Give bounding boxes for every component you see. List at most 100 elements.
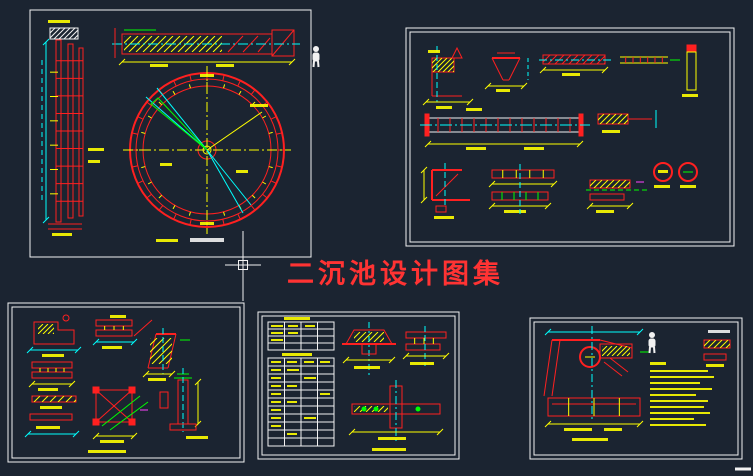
- cad-tb: [304, 377, 316, 379]
- cad-dim: [348, 428, 444, 436]
- cad-dim: [539, 66, 609, 74]
- cad-dim: [402, 352, 450, 360]
- cad-r: [128, 386, 136, 394]
- cad-r: [31, 361, 73, 369]
- cad-p: [451, 46, 463, 59]
- cad-c: [62, 314, 70, 322]
- cad-tb: [706, 364, 724, 367]
- cad-tb: [236, 170, 248, 173]
- cad-dim: [118, 58, 296, 66]
- cad-hx: [50, 28, 78, 39]
- cad-tb: [271, 417, 281, 419]
- cad-r: [435, 205, 447, 213]
- cad-l: [242, 35, 259, 53]
- crosshair-cursor: [225, 231, 261, 301]
- cad-dim: [342, 356, 396, 364]
- cad-tb: [271, 339, 283, 341]
- cad-dim: [544, 420, 644, 428]
- cad-r: [169, 423, 197, 431]
- cad-tb: [88, 148, 104, 151]
- cad-r: [95, 389, 133, 423]
- cad-tb: [288, 325, 298, 327]
- cad-tb: [271, 385, 281, 387]
- cad-tb: [48, 20, 70, 23]
- panel-inner-border: [261, 315, 456, 456]
- cad-l: [156, 87, 208, 151]
- cad-dim: [422, 98, 474, 106]
- cad-dim: [92, 432, 138, 440]
- cad-l: [551, 339, 561, 397]
- cad-dim: [142, 370, 176, 378]
- cad-dim: [26, 346, 82, 354]
- cad-r: [703, 353, 727, 361]
- cad-c: [579, 346, 601, 368]
- cad-p: [33, 321, 75, 345]
- 6: [50, 71, 58, 195]
- cad-r: [271, 29, 295, 57]
- cad-r: [92, 418, 100, 426]
- cad-r: [78, 47, 84, 217]
- cad-tb: [650, 382, 700, 384]
- cad-tb: [282, 353, 312, 356]
- cad-tb: [271, 332, 283, 334]
- cad-dim: [28, 380, 76, 388]
- cad-r: [92, 386, 100, 394]
- title-text[interactable]: 二沉池设计图集: [287, 259, 504, 290]
- cad-tb: [287, 369, 299, 371]
- cad-dim: [24, 430, 80, 438]
- cad-r: [491, 169, 555, 179]
- cad-tb: [524, 147, 544, 150]
- cad-tb: [38, 388, 58, 391]
- cad-dim: [194, 378, 202, 428]
- cad-r: [128, 418, 136, 426]
- cad-tb: [110, 315, 126, 318]
- cad-tb: [650, 400, 708, 402]
- cad-tb: [88, 160, 100, 163]
- panel-inner-border: [409, 31, 731, 243]
- cad-hx: [432, 58, 454, 72]
- cad-tb: [216, 64, 234, 67]
- cad-dim: [586, 202, 634, 210]
- cad-tb: [36, 426, 60, 429]
- cad-tb: [287, 361, 297, 363]
- drawing-panel-details-top-right[interactable]: [405, 27, 735, 247]
- cad-tb: [271, 401, 281, 403]
- cad-tb: [271, 425, 281, 427]
- cad-tb: [42, 354, 64, 357]
- cad-tb: [320, 393, 330, 395]
- cad-tb: [650, 418, 694, 420]
- cad-r: [686, 51, 697, 91]
- cad-l: [206, 149, 252, 206]
- cad-tb: [650, 412, 710, 414]
- cad-tb: [271, 369, 281, 371]
- drawing-panel-plan-and-sections[interactable]: [29, 9, 312, 258]
- cad-r: [589, 179, 631, 189]
- cad-tb: [436, 106, 452, 109]
- cad-tb: [284, 317, 310, 320]
- drawing-panel-table-and-details[interactable]: [257, 311, 460, 460]
- panel-border: [257, 311, 460, 460]
- cad-grid: [267, 357, 335, 447]
- cad-tb: [287, 401, 297, 403]
- cad-tb: [156, 239, 178, 242]
- cad-tb: [52, 233, 72, 236]
- cad-tb: [102, 346, 122, 349]
- cad-hx: [32, 396, 76, 402]
- cad-tb: [434, 216, 454, 219]
- cad-tb: [271, 393, 281, 395]
- drawing-panel-details-bottom-left[interactable]: [7, 302, 245, 463]
- cad-r: [361, 343, 377, 355]
- cad-tb: [271, 409, 281, 411]
- drawing-panel-weir-detail-and-notes[interactable]: [529, 317, 743, 460]
- cad-l: [101, 395, 141, 427]
- cad-tb: [496, 89, 510, 92]
- cad-hx: [590, 180, 630, 188]
- cad-tb: [650, 362, 666, 365]
- cad-tb: [200, 222, 214, 225]
- 9: [56, 60, 83, 202]
- cad-tb: [200, 74, 214, 77]
- cad-dim: [544, 328, 644, 336]
- cad-tb: [410, 362, 434, 365]
